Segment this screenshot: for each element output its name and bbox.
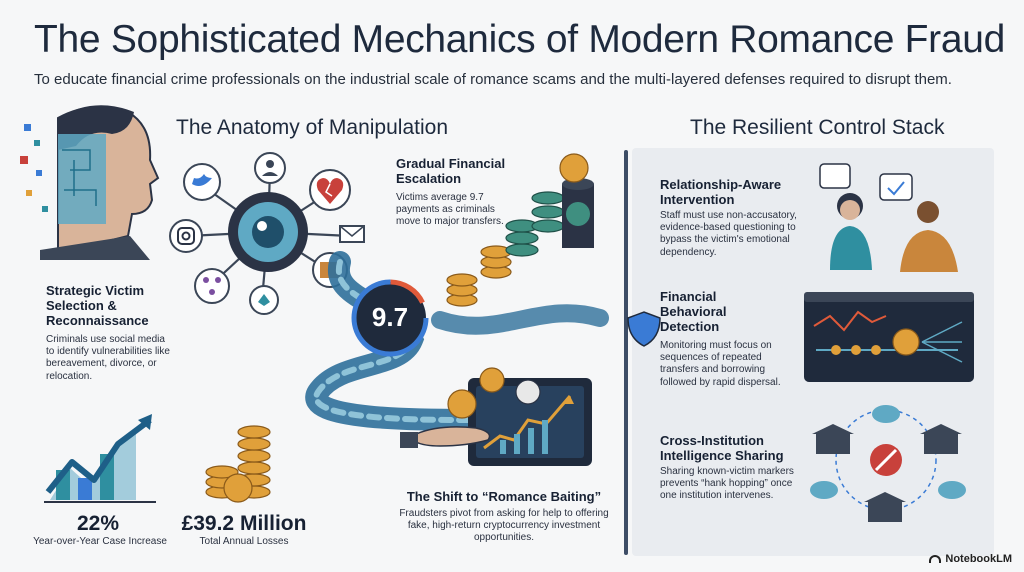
footer-brand: NotebookLM (929, 553, 1012, 565)
control-detection-body: Monitoring must focus on sequences of re… (660, 340, 781, 388)
stat-case-increase-label: Year-over-Year Case Increase (33, 536, 167, 547)
gauge-value: 9.7 (371, 302, 409, 332)
footer-brand-label: NotebookLM (945, 553, 1012, 565)
bird-icon (249, 285, 279, 315)
coin-tower-icon (205, 425, 271, 503)
baiting-heading: The Shift to “Romance Baiting” (406, 489, 602, 504)
stat-total-losses-label: Total Annual Losses (199, 536, 289, 547)
control-sharing-body: Sharing known-victim markers prevents “h… (660, 466, 794, 502)
conversation-people-icon (819, 163, 958, 272)
offering-hand-icon (400, 426, 491, 448)
shield-icon (627, 311, 661, 347)
email-icon (339, 225, 365, 243)
network-icon (194, 268, 230, 304)
section-title-manipulation: The Anatomy of Manipulation (176, 116, 448, 139)
growth-bar-chart-icon (44, 414, 156, 503)
surveillance-eye-icon (187, 169, 351, 301)
escalation-heading: Gradual Financial Escalation (396, 156, 506, 186)
control-detection-heading: Financial Behavioral Detection (660, 289, 727, 334)
page-title: The Sophisticated Mechanics of Modern Ro… (34, 18, 1006, 61)
payment-count-gauge (351, 279, 429, 357)
stat-total-losses-value: £39.2 Million (181, 512, 307, 535)
page-subtitle: To educate financial crime professionals… (34, 71, 952, 88)
victim-selection-heading: Strategic Victim Selection & Reconnaissa… (46, 283, 149, 328)
notebooklm-logo-icon (929, 555, 942, 563)
escalation-body: Victims average 9.7 payments as criminal… (396, 192, 504, 228)
crypto-investment-monitor-icon (447, 367, 592, 466)
section-title-control-stack: The Resilient Control Stack (690, 116, 945, 139)
profile-icon (254, 152, 286, 184)
stat-case-increase-value: 22% (76, 512, 120, 535)
monitoring-dashboard-icon (804, 292, 974, 382)
section-divider (624, 150, 628, 555)
control-intervention-heading: Relationship-Aware Intervention (660, 177, 782, 207)
control-sharing-heading: Cross-Institution Intelligence Sharing (660, 433, 784, 463)
instagram-icon (169, 219, 203, 253)
escalating-coin-stacks (446, 153, 594, 307)
broken-heart-icon (309, 169, 351, 211)
baiting-body: Fraudsters pivot from asking for help to… (399, 508, 609, 544)
control-intervention-body: Staff must use non-accusatory, evidence-… (660, 210, 797, 258)
bank-network-icon (810, 405, 966, 522)
victim-profile-icon (20, 105, 160, 260)
twitter-icon (183, 163, 221, 201)
victim-selection-body: Criminals use social media to identify v… (46, 334, 170, 382)
